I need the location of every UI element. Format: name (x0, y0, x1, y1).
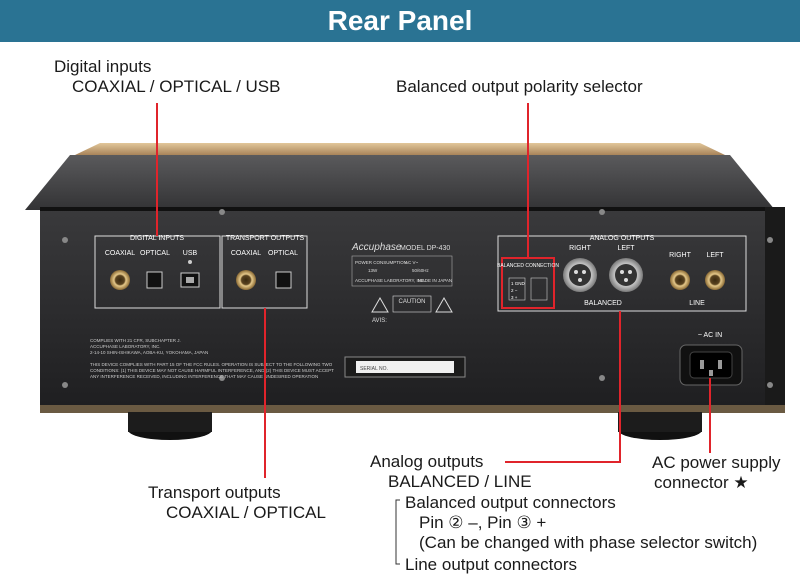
svg-text:ACCUPHASE LABORATORY, INC.: ACCUPHASE LABORATORY, INC. (355, 278, 425, 283)
svg-text:Accuphase: Accuphase (351, 242, 402, 253)
digital-inputs-callout: Digital inputs COAXIAL / OPTICAL / USB (54, 57, 281, 96)
svg-text:CONDITIONS: (1) THIS DEVICE MA: CONDITIONS: (1) THIS DEVICE MAY NOT CAUS… (90, 368, 334, 373)
optical-output-port (275, 271, 292, 289)
svg-text:1 GND: 1 GND (511, 281, 526, 286)
balanced-connectors-callout: Balanced output connectors Pin ② –, Pin … (405, 493, 758, 552)
svg-text:13W: 13W (368, 268, 378, 273)
svg-text:BALANCED: BALANCED (584, 300, 622, 307)
svg-text:BALANCED CONNECTION: BALANCED CONNECTION (497, 263, 559, 269)
coaxial-input-jack (110, 270, 130, 290)
svg-text:SERIAL NO.: SERIAL NO. (360, 366, 388, 372)
page-title: Rear Panel (327, 5, 473, 36)
svg-text:COAXIAL: COAXIAL (105, 250, 135, 257)
svg-text:50/60Hz: 50/60Hz (412, 268, 430, 273)
svg-text:COMPLIES WITH 21 CFR, SUBCHAPT: COMPLIES WITH 21 CFR, SUBCHAPTER J. (90, 338, 181, 343)
analog-outputs-panel: ANALOG OUTPUTS RIGHT LEFT BALANCED RIGHT… (497, 235, 747, 312)
svg-text:OPTICAL: OPTICAL (140, 250, 170, 257)
svg-text:POWER CONSUMPTION: POWER CONSUMPTION (355, 260, 407, 265)
digital-inputs-label: DIGITAL INPUTS (130, 235, 184, 242)
transport-outputs-callout: Transport outputs COAXIAL / OPTICAL (148, 483, 326, 522)
svg-text:USB: USB (183, 250, 198, 257)
svg-text:ACCUPHASE LABORATORY, INC.: ACCUPHASE LABORATORY, INC. (90, 344, 160, 349)
svg-text:ANY INTERFERENCE RECEIVED, INC: ANY INTERFERENCE RECEIVED, INCLUDING INT… (90, 374, 318, 379)
serial-plate: SERIAL NO. (344, 356, 466, 378)
svg-text:OPTICAL: OPTICAL (268, 250, 298, 257)
callout-lines (156, 103, 711, 478)
model-label: Accuphase MODEL DP-430 POWER CONSUMPTION… (351, 242, 453, 324)
line-connectors-callout: Line output connectors (405, 555, 578, 574)
svg-text:MADE IN JAPAN: MADE IN JAPAN (418, 278, 452, 283)
chassis (25, 143, 785, 440)
coaxial-output-jack (236, 270, 256, 290)
svg-text:LEFT: LEFT (617, 245, 635, 252)
ac-inlet: ~ AC IN (679, 332, 743, 386)
svg-text:RIGHT: RIGHT (669, 252, 692, 259)
bracket (395, 499, 400, 565)
svg-text:THIS DEVICE COMPLIES WITH PART: THIS DEVICE COMPLIES WITH PART 15 OF THE… (90, 362, 333, 367)
svg-text:LINE: LINE (689, 300, 705, 307)
svg-text:MODEL DP-430: MODEL DP-430 (400, 245, 450, 252)
svg-text:COAXIAL: COAXIAL (231, 250, 261, 257)
line-right-jack (670, 270, 690, 290)
svg-text:ANALOG OUTPUTS: ANALOG OUTPUTS (590, 235, 655, 242)
svg-text:LEFT: LEFT (706, 252, 724, 259)
svg-text:RIGHT: RIGHT (569, 245, 592, 252)
svg-text:CAUTION: CAUTION (399, 299, 426, 305)
digital-inputs-panel: DIGITAL INPUTS COAXIAL OPTICAL USB (94, 235, 221, 309)
analog-outputs-callout: Analog outputs BALANCED / LINE (370, 452, 532, 491)
svg-text:2-14-10 SHIN-ISHIKAWA, AOBA-KU: 2-14-10 SHIN-ISHIKAWA, AOBA-KU, YOKOHAMA… (90, 350, 208, 355)
svg-text:TRANSPORT OUTPUTS: TRANSPORT OUTPUTS (226, 235, 305, 242)
svg-text:AVIS:: AVIS: (372, 318, 387, 324)
optical-input-port (146, 271, 163, 289)
title-bar: Rear Panel (0, 0, 800, 42)
ac-power-callout: AC power supply connector ★ (652, 453, 781, 492)
svg-text:~ AC IN: ~ AC IN (698, 332, 722, 339)
svg-text:3 +: 3 + (511, 295, 518, 300)
line-left-jack (705, 270, 725, 290)
compliance-text: COMPLIES WITH 21 CFR, SUBCHAPTER J. ACCU… (90, 338, 334, 379)
svg-text:2 −: 2 − (511, 288, 518, 293)
svg-text:AC V~: AC V~ (405, 260, 419, 265)
polarity-selector-callout: Balanced output polarity selector (396, 77, 643, 96)
